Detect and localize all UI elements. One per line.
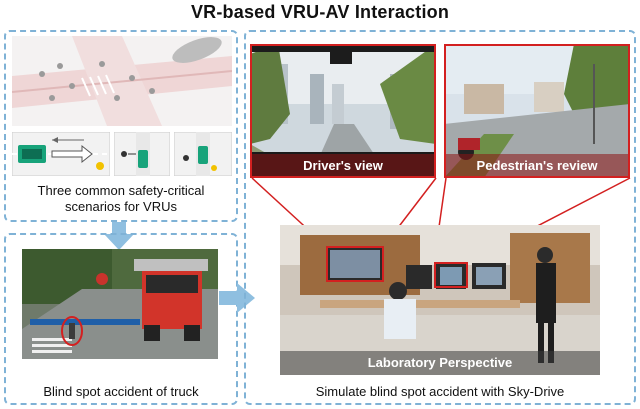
pedestrian-review-image: Pedestrian's review [444, 44, 630, 178]
drivers-view-image: Driver's view [250, 44, 436, 178]
figure-title: VR-based VRU-AV Interaction [190, 2, 450, 22]
scenario-diagram-1 [12, 132, 110, 176]
pedestrian-review-highlight [444, 44, 630, 178]
lab-monitor-highlight-1 [326, 246, 384, 282]
right-arrow-icon [219, 283, 255, 313]
intersection-scene-image [12, 36, 232, 126]
laboratory-image: Laboratory Perspective [280, 225, 600, 375]
drivers-view-label: Driver's view [250, 154, 436, 178]
scenario-diagram-3 [174, 132, 232, 176]
simulation-caption: Simulate blind spot accident with Sky-Dr… [315, 384, 565, 399]
accident-caption: Blind spot accident of truck [43, 384, 199, 399]
down-arrow-icon [104, 222, 134, 250]
scenarios-caption-line1: Three common safety-critical [37, 183, 205, 198]
simulation-panel [244, 30, 636, 405]
scenarios-caption-line2: scenarios for VRUs [65, 199, 177, 214]
scenarios-panel [4, 30, 238, 222]
accident-panel [4, 233, 238, 405]
laboratory-label: Laboratory Perspective [280, 351, 600, 375]
truck-accident-image [22, 249, 218, 359]
pedestrian-review-label: Pedestrian's review [444, 154, 630, 178]
scenario-diagram-2 [114, 132, 170, 176]
lab-monitor-highlight-2 [434, 262, 468, 288]
drivers-view-highlight [250, 44, 436, 178]
